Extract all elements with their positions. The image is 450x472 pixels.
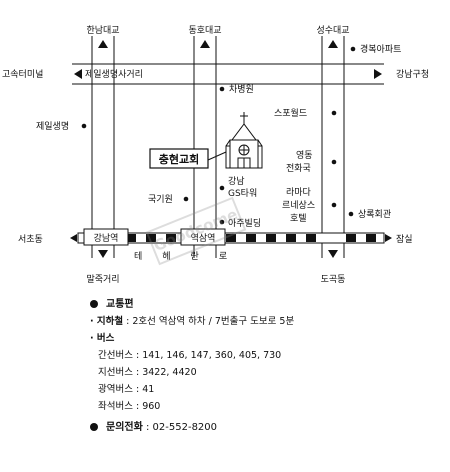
bus-type: 간선버스 bbox=[98, 350, 133, 361]
contact-label: 문의전화 bbox=[106, 422, 143, 433]
landmark-sports-world: 스포월드 bbox=[274, 107, 307, 119]
label-gangnam-office: 강남구청 bbox=[396, 69, 429, 80]
station-yeoksam-box bbox=[180, 228, 226, 246]
landmark-ajou: 아주빌딩 bbox=[228, 218, 261, 229]
bus-line-row: 지선버스 : 3422, 4420 bbox=[98, 367, 197, 378]
bus-routes: 3422, 4420 bbox=[142, 367, 197, 378]
transport-heading: 교통편 bbox=[106, 299, 134, 310]
label-dogok: 도곡동 bbox=[321, 274, 346, 285]
contact-row: 문의전화 : 02-552-8200 bbox=[90, 419, 440, 436]
label-express-terminal: 고속터미널 bbox=[2, 69, 43, 80]
bullet-icon bbox=[90, 300, 98, 308]
arrow-right-lower bbox=[385, 234, 392, 242]
bus-routes: 141, 146, 147, 360, 405, 730 bbox=[142, 350, 282, 361]
station-gangnam-box bbox=[83, 228, 129, 246]
landmark-kyungbok-apt: 경복아파트 bbox=[360, 43, 401, 55]
location-map: 강남역 역삼역 한남대교 동호대교 성수대교 고속터미널 제일생명사거리 강남구… bbox=[2, 25, 429, 285]
landmark-gangnam-gs-1: 강남 bbox=[228, 176, 245, 187]
subway-text: : 2호선 역삼역 하차 / 7번출구 도보로 5분 bbox=[123, 316, 295, 327]
bullet-icon bbox=[90, 423, 98, 431]
arrow-up-dongho bbox=[200, 40, 210, 48]
subway-label: · 지하철 bbox=[90, 316, 124, 327]
label-teheran-road: 테헤란로 bbox=[134, 250, 247, 262]
label-jeil-intersection: 제일생명사거리 bbox=[85, 69, 143, 80]
bus-type: 좌석버스 bbox=[98, 401, 133, 412]
landmark-renaissance-3: 호텔 bbox=[290, 212, 307, 224]
church-icon bbox=[225, 112, 263, 169]
landmark-gukgiwon: 국기원 bbox=[148, 194, 173, 205]
label-seocho: 서초동 bbox=[18, 234, 43, 245]
landmark-renaissance-2: 르네상스 bbox=[282, 200, 315, 211]
transport-heading-row: 교통편 bbox=[90, 296, 440, 313]
label-maljuk: 말죽거리 bbox=[86, 273, 119, 285]
arrow-down-left bbox=[98, 250, 108, 258]
contact-text: : 02-552-8200 bbox=[142, 422, 218, 433]
subway-line-2 bbox=[77, 232, 385, 244]
bus-line-row: 좌석버스 : 960 bbox=[98, 401, 161, 412]
landmark-yeongdong-1: 영동 bbox=[296, 150, 313, 161]
arrow-right-upper bbox=[374, 69, 382, 79]
arrow-up-hannam bbox=[98, 40, 108, 48]
arrow-up-seongsu bbox=[328, 40, 338, 48]
label-seongsu-bridge: 성수대교 bbox=[316, 25, 349, 36]
bus-type: 광역버스 bbox=[98, 384, 133, 395]
station-yeoksam: 역삼역 bbox=[191, 233, 216, 244]
subway-row: · 지하철 : 2호선 역삼역 하차 / 7번출구 도보로 5분 bbox=[90, 313, 440, 330]
arrow-left-upper bbox=[74, 69, 82, 79]
label-jamsil: 잠실 bbox=[396, 234, 413, 245]
bus-line-row: 간선버스 : 141, 146, 147, 360, 405, 730 bbox=[98, 350, 282, 361]
landmark-renaissance-1: 라마다 bbox=[286, 187, 312, 198]
bus-routes: 41 bbox=[142, 384, 155, 395]
arrow-left-lower bbox=[70, 234, 77, 242]
landmark-cha-hospital: 차병원 bbox=[229, 83, 254, 95]
landmark-gangnam-gs-2: GS타워 bbox=[228, 188, 257, 199]
label-dongho-bridge: 동호대교 bbox=[188, 25, 221, 36]
bus-line-row: 광역버스 : 41 bbox=[98, 384, 155, 395]
info-section: 교통편 · 지하철 : 2호선 역삼역 하차 / 7번출구 도보로 5분 · 버… bbox=[90, 296, 440, 436]
bus-type: 지선버스 bbox=[98, 367, 133, 378]
station-gangnam: 강남역 bbox=[94, 233, 119, 244]
landmark-yeongdong-2: 전화국 bbox=[286, 163, 311, 174]
landmark-jeil-life: 제일생명 bbox=[36, 121, 69, 132]
bus-label: · 버스 bbox=[90, 333, 115, 344]
bus-routes: 960 bbox=[142, 401, 161, 412]
church-label-box bbox=[149, 148, 209, 169]
landmark-sangrok: 상록회관 bbox=[358, 209, 391, 220]
church-label: 충현교회 bbox=[159, 152, 199, 166]
arrow-down-right bbox=[328, 250, 338, 258]
label-hannam-bridge: 한남대교 bbox=[86, 25, 119, 36]
